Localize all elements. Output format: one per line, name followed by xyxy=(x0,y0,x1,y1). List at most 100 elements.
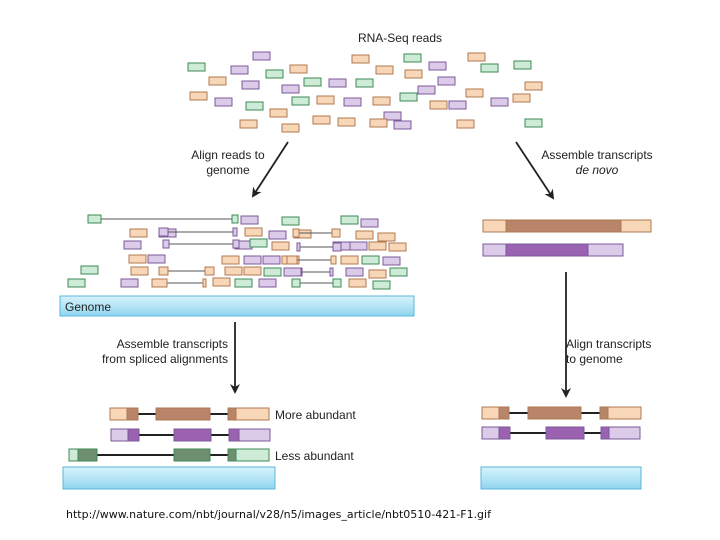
spliced-read-segment xyxy=(151,278,168,288)
spliced-read-segment xyxy=(158,266,169,276)
read xyxy=(403,53,422,63)
arrow-align-reads xyxy=(251,141,289,198)
spliced-read-segment xyxy=(204,266,215,276)
read xyxy=(281,84,300,94)
aligned-read xyxy=(372,280,391,290)
read xyxy=(524,81,543,91)
assembled-exon xyxy=(228,428,240,442)
spliced-read-segment xyxy=(283,267,302,277)
read xyxy=(456,119,475,129)
read xyxy=(393,120,412,130)
label-less-abundant: Less abundant xyxy=(275,449,354,463)
read xyxy=(337,117,356,127)
assembled-exon xyxy=(235,407,270,421)
aligned-read xyxy=(243,266,262,276)
read xyxy=(399,92,418,102)
denovo-transcript-purple-core xyxy=(505,243,589,257)
read xyxy=(312,115,331,125)
aligned-transcript-exon xyxy=(481,406,500,420)
assembled-exon xyxy=(173,428,212,442)
assembled-exon xyxy=(110,428,129,442)
label-assemble-spliced-1: Assemble transcripts xyxy=(117,337,228,351)
genome-bar-right-bottom xyxy=(480,466,642,490)
rna-seq-reads xyxy=(187,51,543,133)
aligned-read xyxy=(224,266,243,276)
read xyxy=(291,96,310,106)
label-align-reads-1: Align reads to xyxy=(191,148,265,162)
read xyxy=(465,88,484,98)
read xyxy=(513,60,532,70)
arrow-assemble-denovo xyxy=(515,141,555,200)
read xyxy=(187,62,206,72)
aligned-transcript-exon xyxy=(481,426,500,440)
spliced-read-segment xyxy=(332,278,342,288)
assembled-exon xyxy=(227,448,237,462)
read xyxy=(429,100,448,110)
assembled-exon xyxy=(227,407,237,421)
read xyxy=(252,51,271,61)
aligned-read xyxy=(221,255,240,265)
read xyxy=(383,111,402,121)
spliced-read-segment xyxy=(296,242,301,252)
spliced-read-segment xyxy=(291,278,301,288)
assembled-exon xyxy=(109,407,128,421)
aligned-read xyxy=(349,241,368,251)
read xyxy=(375,65,394,75)
label-align-transcripts-1: Align transcripts xyxy=(566,337,651,351)
read xyxy=(512,93,531,103)
read xyxy=(328,78,347,88)
read xyxy=(343,97,362,107)
aligned-read xyxy=(244,227,263,237)
aligned-read xyxy=(368,241,387,251)
read xyxy=(265,69,284,79)
aligned-read xyxy=(348,278,367,288)
aligned-read xyxy=(340,255,359,265)
read xyxy=(269,108,288,118)
aligned-read xyxy=(129,228,148,238)
aligned-read xyxy=(128,254,147,264)
spliced-read-segment xyxy=(231,214,239,224)
aligned-read xyxy=(120,278,139,288)
aligned-read xyxy=(234,278,253,288)
read xyxy=(351,54,370,64)
read xyxy=(404,69,423,79)
spliced-read-segment xyxy=(330,255,337,265)
spliced-read-segment xyxy=(232,227,238,237)
aligned-read xyxy=(249,238,268,248)
spliced-read-segment xyxy=(162,239,170,249)
aligned-read xyxy=(80,265,99,275)
read xyxy=(369,118,388,128)
aligned-read xyxy=(67,278,86,288)
label-assemble-spliced-2: from spliced alignments xyxy=(102,352,228,366)
aligned-transcript-exon xyxy=(545,426,585,440)
assembled-exon xyxy=(155,407,211,421)
read xyxy=(448,100,467,110)
aligned-read xyxy=(388,242,407,252)
assembled-exon xyxy=(235,448,270,462)
assembled-exon xyxy=(77,448,98,462)
spliced-read-segment xyxy=(158,227,169,237)
aligned-read xyxy=(382,256,401,266)
assembled-exon xyxy=(173,448,211,462)
read xyxy=(214,97,233,107)
source-url: http://www.nature.com/nbt/journal/v28/n5… xyxy=(66,508,491,521)
aligned-transcript-exon xyxy=(608,426,641,440)
spliced-read-segment xyxy=(329,267,334,277)
aligned-read xyxy=(345,267,364,277)
read xyxy=(245,101,264,111)
spliced-read-segment xyxy=(331,228,341,238)
read xyxy=(316,95,335,105)
aligned-read xyxy=(258,278,277,288)
spliced-read-segment xyxy=(202,278,207,288)
aligned-read xyxy=(123,240,142,250)
aligned-read xyxy=(340,215,359,225)
read xyxy=(490,97,509,107)
aligned-read xyxy=(360,218,379,228)
read xyxy=(372,96,391,106)
aligned-transcript-exon xyxy=(498,406,510,420)
title: RNA-Seq reads xyxy=(358,31,442,45)
read xyxy=(467,52,486,62)
aligned-read xyxy=(212,277,231,287)
aligned-read xyxy=(377,232,396,242)
denovo-transcript-orange-core xyxy=(505,219,622,233)
